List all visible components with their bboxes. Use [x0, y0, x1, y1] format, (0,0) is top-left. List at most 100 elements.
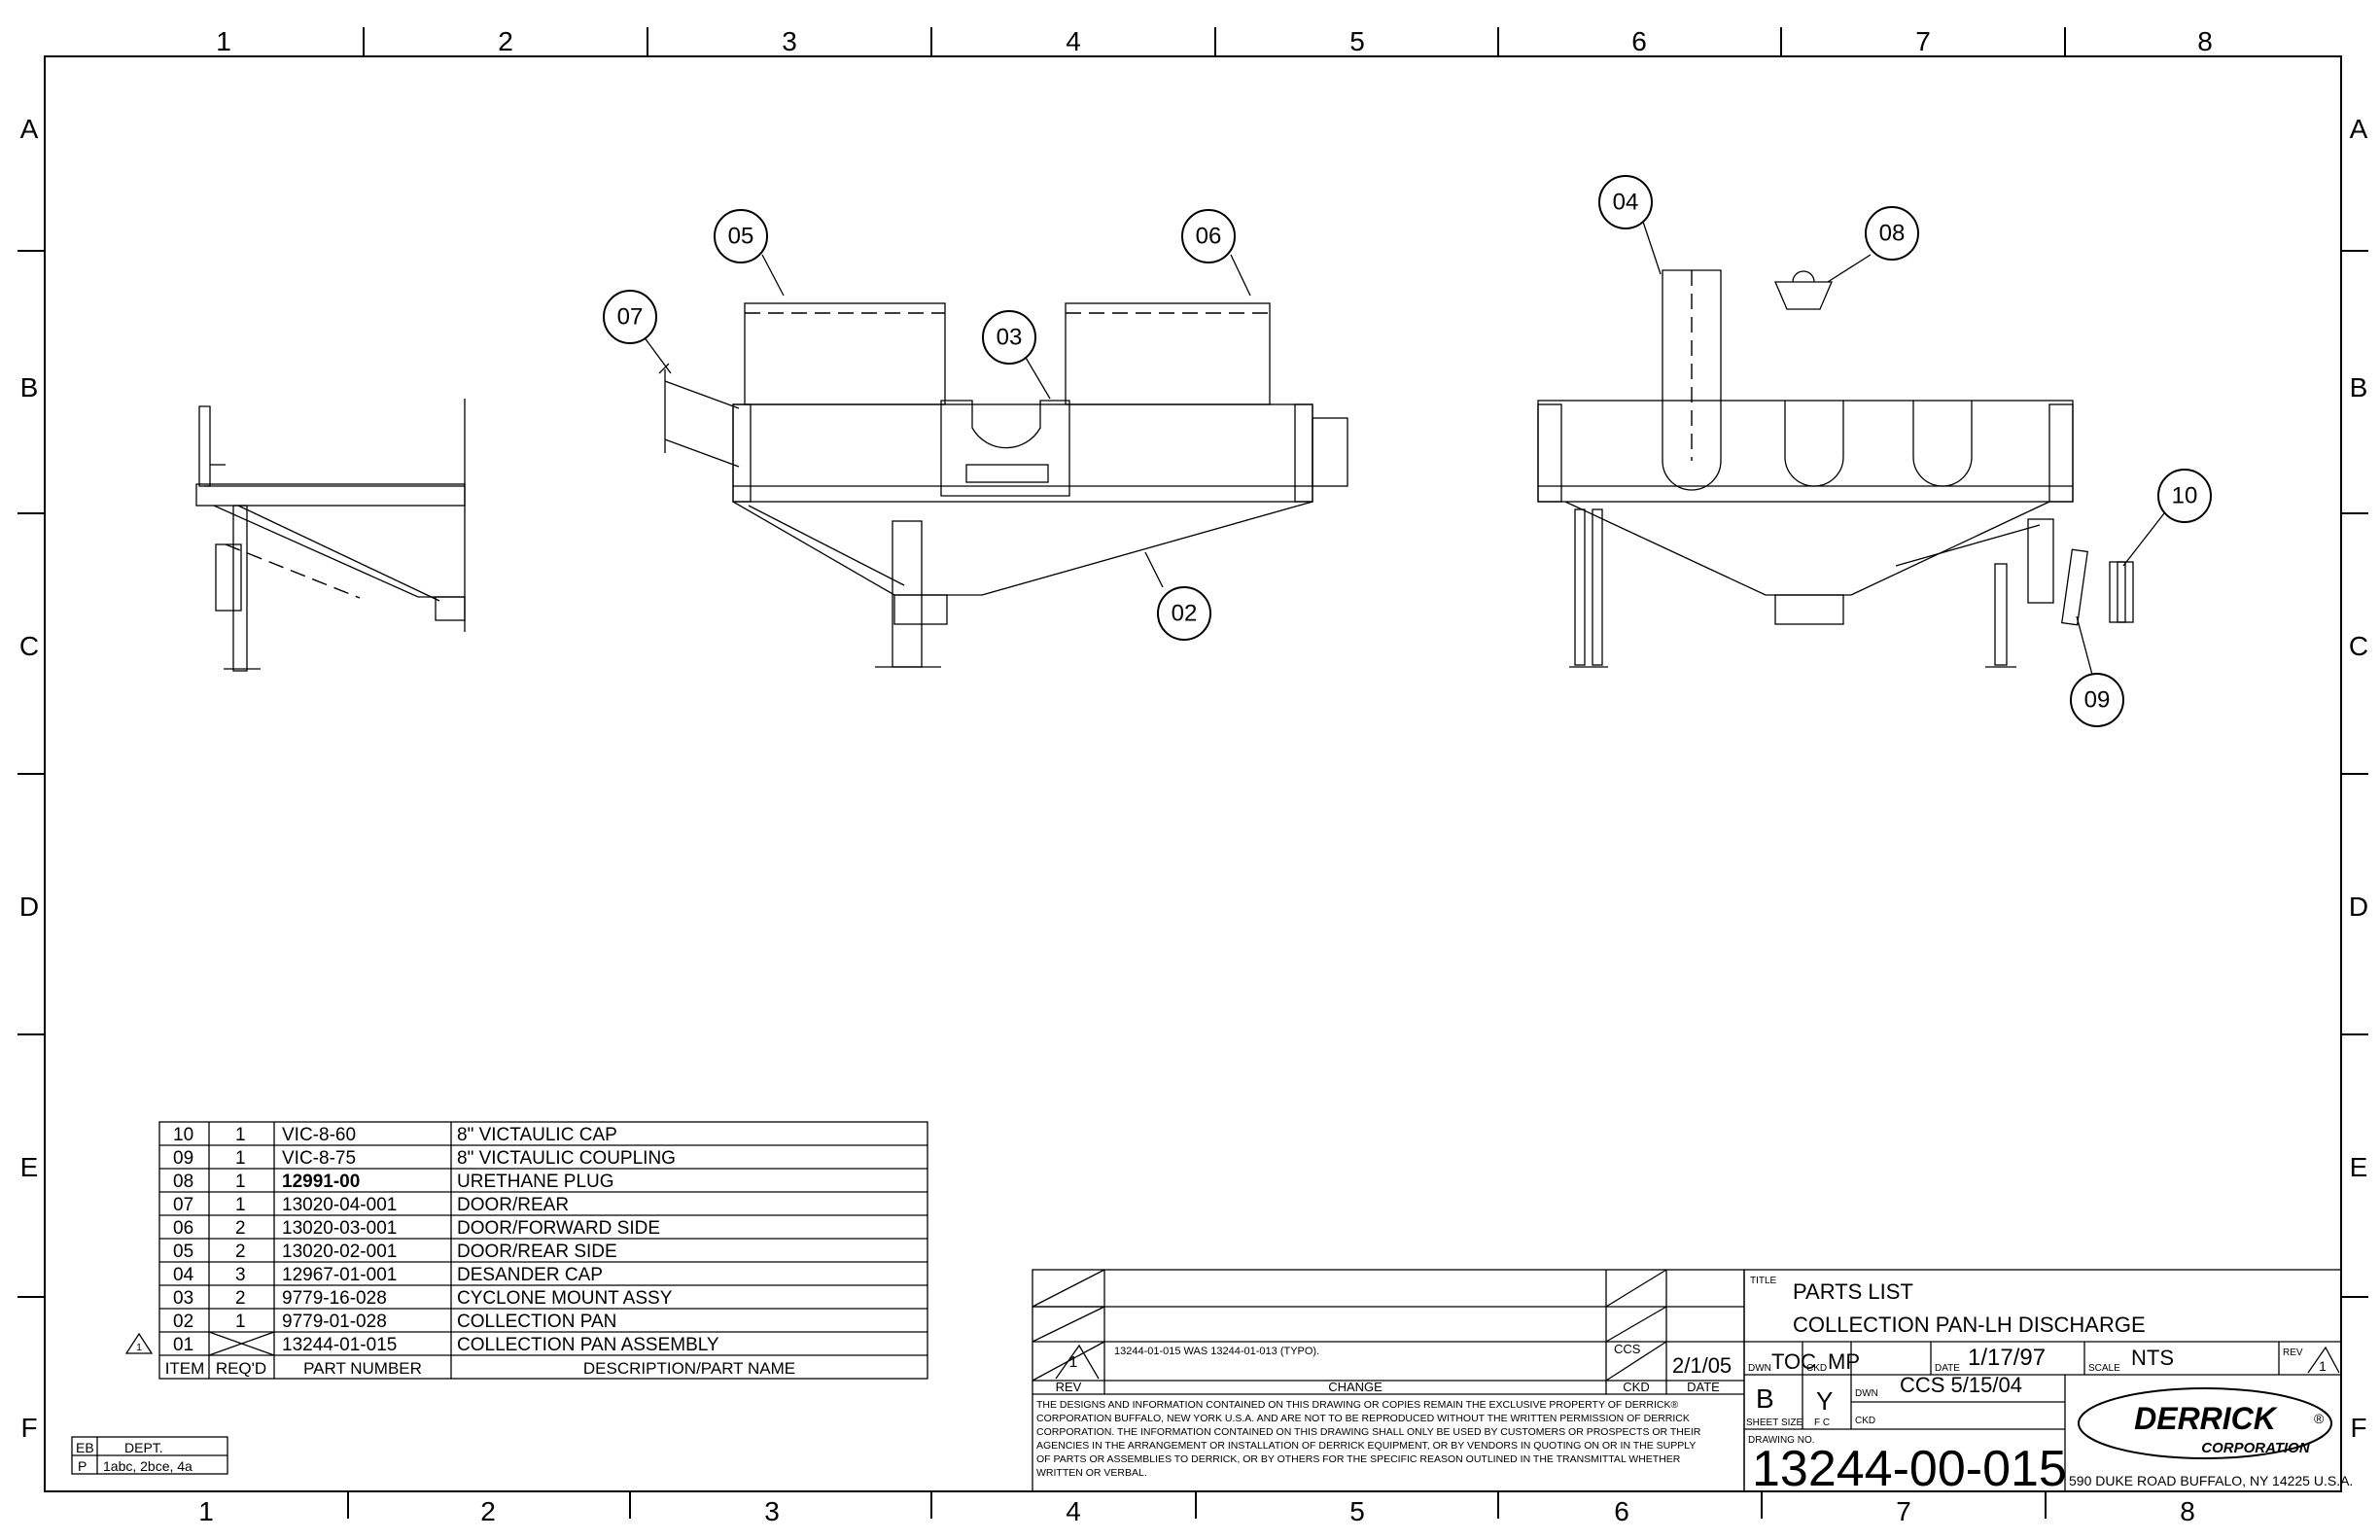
ckd-label: CKD [1806, 1363, 1827, 1374]
part-description: DOOR/REAR SIDE [457, 1242, 617, 1262]
col-label-top: 2 [498, 26, 513, 56]
rev-value: 1 [2319, 1358, 2327, 1374]
part-qty: 1 [235, 1148, 246, 1169]
part-item: 06 [173, 1218, 193, 1239]
company-sub: CORPORATION [2201, 1440, 2311, 1456]
col-label-bottom: 1 [198, 1496, 214, 1526]
dept-header-label: DEPT. [124, 1440, 163, 1455]
part-number: 9779-16-028 [282, 1288, 387, 1309]
row-label-right: B [2350, 372, 2368, 402]
dwn-value: TOC [1771, 1349, 1816, 1374]
fc-label: F C [1814, 1418, 1830, 1428]
row-label-left: E [20, 1152, 39, 1182]
col-label-bottom: 8 [2180, 1496, 2195, 1526]
svg-text:10: 10 [2172, 483, 2198, 509]
title-block: TITLE PARTS LIST COLLECTION PAN-LH DISCH… [1743, 1269, 2353, 1497]
part-number: 12991-00 [282, 1172, 360, 1192]
part-item: 10 [173, 1125, 193, 1145]
part-qty: 1 [235, 1172, 246, 1192]
dwn2-label: DWN [1855, 1388, 1878, 1399]
svg-text:®: ® [2314, 1411, 2325, 1426]
svg-text:08: 08 [1879, 221, 1906, 247]
rev-ckd: CCS [1614, 1342, 1641, 1356]
balloon: 06 [1181, 209, 1236, 263]
col-header-item: ITEM [165, 1359, 205, 1378]
balloon-callouts: 05 06 07 03 02 04 08 10 09 [603, 175, 2212, 727]
part-item: 04 [173, 1265, 194, 1285]
notice-line: CORPORATION. THE INFORMATION CONTAINED O… [1036, 1426, 1701, 1438]
rev-header-date: DATE [1687, 1380, 1720, 1394]
part-qty: 3 [235, 1265, 246, 1285]
balloon: 09 [2070, 673, 2124, 727]
date-value: 1/17/97 [1968, 1345, 2046, 1371]
part-description: URETHANE PLUG [457, 1172, 614, 1192]
part-number: VIC-8-60 [282, 1125, 356, 1145]
svg-text:02: 02 [1172, 601, 1198, 627]
dept-header-code: EB [76, 1440, 94, 1455]
part-qty: 2 [235, 1218, 246, 1239]
notice-line: OF PARTS OR ASSEMBLIES TO DERRICK, OR BY… [1036, 1453, 1681, 1465]
part-number: VIC-8-75 [282, 1148, 356, 1169]
title-line-2: COLLECTION PAN-LH DISCHARGE [1793, 1312, 2146, 1337]
part-number: 13244-01-015 [282, 1335, 397, 1355]
revision-block: 1 13244-01-015 WAS 13244-01-013 (TYPO). … [1032, 1269, 1745, 1492]
rev-flag: 1 [136, 1342, 142, 1353]
notice-line: WRITTEN OR VERBAL. [1036, 1467, 1147, 1479]
part-item: 01 [173, 1335, 193, 1355]
dwn2-value: CCS 5/15/04 [1900, 1373, 2022, 1397]
ckd-value: MP [1828, 1349, 1860, 1374]
svg-text:06: 06 [1196, 224, 1222, 250]
part-qty: 2 [235, 1242, 246, 1262]
front-view [658, 302, 1348, 668]
col-header-reqd: REQ'D [216, 1359, 266, 1378]
svg-text:09: 09 [2084, 687, 2111, 714]
col-label-bottom: 7 [1896, 1496, 1911, 1526]
col-label-bottom: 5 [1349, 1496, 1365, 1526]
part-item: 07 [173, 1195, 193, 1215]
col-label-top: 5 [1349, 26, 1365, 56]
rev-label: REV [2283, 1348, 2303, 1358]
balloon: 04 [1598, 175, 1653, 229]
row-label-right: C [2349, 631, 2368, 661]
company-name: DERRICK [2134, 1401, 2279, 1436]
balloon: 02 [1157, 586, 1211, 641]
svg-text:05: 05 [728, 224, 754, 250]
col-label-top: 6 [1631, 26, 1647, 56]
balloon: 05 [714, 209, 768, 263]
row-label-right: A [2350, 114, 2368, 144]
col-label-top: 7 [1915, 26, 1931, 56]
balloon: 03 [982, 310, 1036, 365]
part-qty: 1 [235, 1195, 246, 1215]
col-label-top: 4 [1066, 26, 1081, 56]
balloon: 07 [603, 290, 657, 344]
row-label-left: B [20, 372, 39, 402]
part-description: 8" VICTAULIC CAP [457, 1125, 617, 1145]
side-view-partial [195, 399, 466, 672]
notice-line: CORPORATION BUFFALO, NEW YORK U.S.A. AND… [1036, 1413, 1690, 1424]
row-label-left: A [20, 114, 39, 144]
notice-line: THE DESIGNS AND INFORMATION CONTAINED ON… [1036, 1399, 1678, 1411]
dwn-label: DWN [1748, 1363, 1771, 1374]
col-label-bottom: 4 [1066, 1496, 1081, 1526]
part-description: DOOR/REAR [457, 1195, 569, 1215]
col-header-description: DESCRIPTION/PART NAME [583, 1359, 795, 1378]
rev-header-rev: REV [1056, 1380, 1082, 1394]
svg-text:07: 07 [617, 304, 644, 331]
scale-label: SCALE [2088, 1363, 2120, 1374]
notice-line: AGENCIES IN THE ARRANGEMENT OR INSTALLAT… [1036, 1440, 1696, 1452]
drawing-no-label: DRAWING NO. [1748, 1435, 1815, 1446]
part-description: DESANDER CAP [457, 1265, 603, 1285]
part-item: 02 [173, 1312, 193, 1332]
col-label-bottom: 3 [764, 1496, 780, 1526]
row-label-left: C [19, 631, 39, 661]
balloon: 10 [2157, 469, 2212, 523]
part-number: 9779-01-028 [282, 1312, 387, 1332]
col-label-top: 3 [782, 26, 797, 56]
proprietary-notice: THE DESIGNS AND INFORMATION CONTAINED ON… [1036, 1399, 1701, 1479]
part-item: 03 [173, 1288, 193, 1309]
rev-header-change: CHANGE [1328, 1380, 1382, 1394]
col-label-top: 8 [2197, 26, 2213, 56]
dept-box: EB DEPT. P 1abc, 2bce, 4a [71, 1436, 228, 1475]
